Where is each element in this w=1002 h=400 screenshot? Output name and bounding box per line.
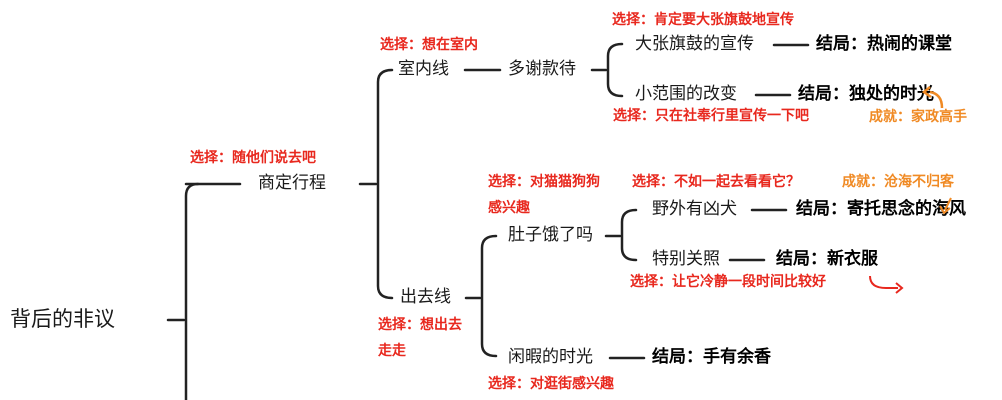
branch-a-node: 大张旗鼓的宣传: [635, 34, 754, 54]
leisure-choice-label: 选择：对逛街感兴趣: [488, 376, 614, 392]
thanks-node: 多谢款待: [508, 59, 576, 79]
root-node: 背后的非议: [10, 307, 115, 331]
connector-plan-bracket: [376, 68, 394, 300]
branch-a-ending: 结局：热闹的课堂: [816, 34, 952, 54]
branch-b-ending: 结局：独处的时光: [798, 84, 934, 104]
achievement-arrow-icon: [939, 197, 952, 215]
plan-node: 商定行程: [258, 173, 326, 193]
indoor-node: 室内线: [398, 59, 449, 79]
special-ending: 结局：新衣服: [776, 249, 878, 269]
outdoor-choice-line1: 选择：想出去: [378, 317, 462, 333]
achievement-arrow-icon: [921, 86, 944, 109]
hungry-choice-line2: 感兴趣: [488, 200, 530, 216]
branch-b-achievement: 成就：家政高手: [869, 109, 967, 125]
connector-outdoor-bracket: [480, 234, 498, 358]
branch-a-choice-label: 选择：肯定要大张旗鼓地宣传: [612, 12, 794, 28]
leisure-node: 闲暇的时光: [508, 347, 593, 367]
outdoor-choice-line2: 走走: [378, 343, 406, 359]
branch-b-node: 小范围的改变: [635, 84, 737, 104]
wild-ending: 结局：寄托思念的海风: [796, 199, 966, 219]
plan-choice-label: 选择：随他们说去吧: [190, 150, 316, 166]
special-choice-label: 选择：让它冷静一段时间比较好: [630, 274, 826, 290]
outdoor-node: 出去线: [400, 287, 451, 307]
wild-node: 野外有凶犬: [652, 199, 737, 219]
special-node: 特别关照: [652, 249, 720, 269]
indoor-choice-label: 选择：想在室内: [380, 37, 478, 53]
connector-thanks-bracket: [606, 42, 624, 98]
branch-b-choice-label: 选择：只在社奉行里宣传一下吧: [613, 108, 809, 124]
hungry-achievement: 成就：沧海不归客: [842, 174, 954, 190]
hungry-choice-line1: 选择：对猫猫狗狗: [488, 174, 600, 190]
choice-arrow-icon: [869, 275, 904, 294]
connector-hungry-bracket: [620, 208, 638, 262]
leisure-ending: 结局：手有余香: [652, 347, 771, 367]
connector-root-bracket: [184, 182, 200, 400]
hungry-choice-top: 选择：不如一起去看看它？: [632, 174, 800, 190]
hungry-node: 肚子饿了吗: [508, 225, 593, 245]
